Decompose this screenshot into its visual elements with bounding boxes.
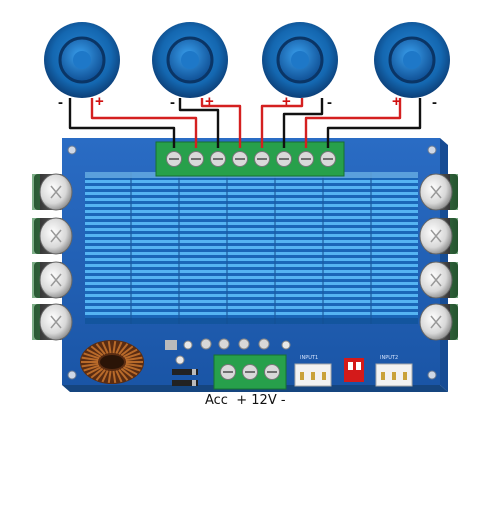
capacitors [32,173,458,341]
wire-spk3-plus [260,98,304,148]
heatsink-fin [85,216,418,219]
capacitor [419,217,458,255]
wire-spk2-minus [178,98,220,148]
power-terminal-block [213,354,287,390]
heatsink-fin [85,228,418,231]
heatsink-fin [85,270,418,273]
capacitor [32,303,73,341]
heatsink-groove [274,172,276,324]
heatsink-fin [85,186,418,189]
speaker-terminal-block [155,141,345,177]
toroid-inductor [80,340,144,384]
capacitor [419,261,458,299]
speaker-3-plus-label: + [282,93,291,110]
heatsink-fin [85,192,418,195]
heatsink-fin [85,222,418,225]
heatsink-fin [85,300,418,303]
acc-label: Acc [205,393,228,408]
speaker-2-plus-label: + [205,93,214,110]
speaker-3 [262,22,338,98]
capacitor [419,303,458,341]
wire-spk2-plus [200,98,242,148]
dip-switch [344,358,364,382]
speaker-2-minus-label: - [170,94,175,111]
heatsink-fin [85,180,418,183]
heatsink-fin [85,252,418,255]
capacitor [32,173,73,211]
input2-silkscreen: INPUT2 [380,355,399,361]
wire-spk1-minus [68,98,176,148]
heatsink-groove [178,172,180,324]
heatsink-fin [85,306,418,309]
speaker-4-plus-label: + [392,93,401,110]
heatsink-fin [85,276,418,279]
wire-spk3-minus [282,98,324,148]
heatsink-fin [85,258,418,261]
heatsink-fin [85,294,418,297]
wire-spk1-plus [90,98,198,148]
speaker-1-plus-label: + [95,93,104,110]
heatsink-fin [85,204,418,207]
heatsink-fin [85,240,418,243]
speaker-4-minus-label: - [432,94,437,111]
input2-connector [375,363,413,387]
heatsink-fin [85,210,418,213]
power-caption: Acc + 12V - [205,393,286,408]
heatsink-fin [85,198,418,201]
heatsink-fin [85,234,418,237]
speaker-1-minus-label: - [58,94,63,111]
speaker-4 [374,22,450,98]
heatsink-groove [226,172,228,324]
wire-spk4-minus [326,98,422,148]
speaker-2 [152,22,228,98]
capacitor [32,261,73,299]
input1-connector [294,363,332,387]
capacitor [419,173,458,211]
small-components [165,338,291,386]
speaker-3-minus-label: - [327,94,332,111]
input1-silkscreen: INPUT1 [300,355,319,361]
heatsink-fin [85,282,418,285]
wire-spk4-plus [304,98,402,148]
heatsink-fin [85,312,418,315]
capacitor [32,217,73,255]
heatsink-groove [370,172,372,324]
power-minus-label: - [280,393,286,408]
voltage-label: 12V [251,393,277,408]
speaker-1 [44,22,120,98]
heatsink [85,172,418,324]
heatsink-groove [322,172,324,324]
heatsink-groove [130,172,132,324]
heatsink-fin [85,288,418,291]
power-plus-label: + [236,393,248,408]
speaker-wires [68,98,422,148]
heatsink-fin [85,246,418,249]
heatsink-fin [85,264,418,267]
